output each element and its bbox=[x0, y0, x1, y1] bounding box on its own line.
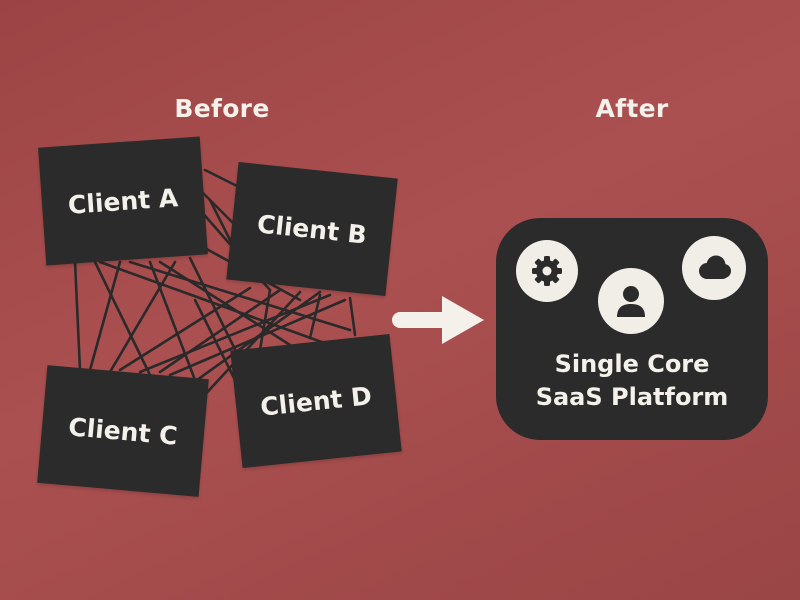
client-a-label: Client A bbox=[66, 182, 180, 220]
cloud-icon-circle bbox=[682, 236, 746, 300]
saas-platform-box: Single Core SaaS Platform bbox=[496, 218, 768, 440]
user-icon-circle bbox=[598, 268, 664, 334]
client-b-box: Client B bbox=[226, 161, 398, 297]
connection-line bbox=[73, 260, 82, 372]
connection-line bbox=[258, 288, 272, 352]
connection-line bbox=[88, 260, 122, 372]
connection-line bbox=[98, 260, 332, 347]
heading-before: Before bbox=[174, 94, 270, 123]
platform-label-line1: Single Core bbox=[554, 350, 710, 378]
connection-line bbox=[308, 293, 322, 340]
arrow-right-icon bbox=[392, 296, 484, 344]
connection-line bbox=[158, 288, 282, 374]
client-d-label: Client D bbox=[258, 380, 374, 422]
connection-line bbox=[188, 290, 322, 387]
cloud-icon bbox=[699, 255, 731, 279]
gear-icon bbox=[532, 256, 562, 286]
connection-line bbox=[118, 286, 252, 372]
client-c-box: Client C bbox=[37, 365, 209, 497]
client-c-label: Client C bbox=[67, 411, 179, 451]
connection-line bbox=[108, 260, 177, 374]
client-b-label: Client B bbox=[255, 208, 369, 250]
heading-after: After bbox=[595, 94, 669, 123]
platform-label-line2: SaaS Platform bbox=[535, 383, 729, 411]
client-a-box: Client A bbox=[38, 136, 208, 266]
connection-line bbox=[348, 296, 357, 337]
connection-line bbox=[198, 290, 302, 402]
gear-icon-circle bbox=[516, 240, 578, 302]
platform-label: Single Core SaaS Platform bbox=[496, 348, 768, 414]
user-icon bbox=[617, 286, 645, 317]
client-d-box: Client D bbox=[230, 333, 402, 469]
